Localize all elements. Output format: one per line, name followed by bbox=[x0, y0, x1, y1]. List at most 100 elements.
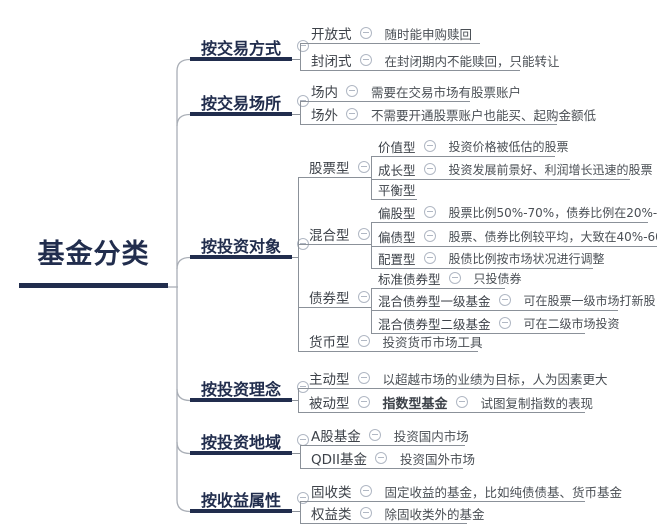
connector-line bbox=[292, 257, 298, 258]
node-label: 平衡型 bbox=[378, 182, 416, 198]
node-desc: 试图复制指数的表现 bbox=[480, 395, 594, 411]
node-desc: 需要在交易市场有股票账户 bbox=[371, 84, 522, 100]
node-label: 货币型 bbox=[309, 335, 350, 351]
node-equity-class[interactable]: 权益类 除固收类外的基金 bbox=[300, 503, 485, 524]
branch-underline: 按交易方式 bbox=[190, 37, 292, 61]
node-desc: 不需要开通股票账户也能买、起购金额低 bbox=[371, 107, 597, 123]
node-desc: 只投债券 bbox=[473, 271, 522, 286]
collapse-icon[interactable] bbox=[455, 396, 468, 408]
collapse-icon[interactable] bbox=[423, 252, 436, 264]
node-hybrid-bond-tier2[interactable]: 混合债券型二级基金 可在二级市场投资 bbox=[371, 313, 620, 334]
collapse-icon[interactable] bbox=[423, 206, 436, 218]
node-on-exchange[interactable]: 场内 需要在交易市场有股票账户 bbox=[300, 81, 521, 102]
node-label: 开放式 bbox=[311, 27, 352, 43]
collapse-icon[interactable] bbox=[357, 291, 370, 303]
collapse-icon[interactable] bbox=[346, 85, 358, 97]
collapse-icon[interactable] bbox=[357, 396, 370, 408]
collapse-icon[interactable] bbox=[368, 429, 381, 441]
node-label: 混合债券型二级基金 bbox=[378, 316, 491, 332]
node-otc[interactable]: 场外 不需要开通股票账户也能买、起购金额低 bbox=[300, 104, 596, 125]
collapse-icon[interactable] bbox=[448, 272, 461, 284]
node-label: 股票型 bbox=[309, 161, 350, 177]
node-label: 配置型 bbox=[378, 251, 416, 267]
branch-underline: 按收益属性 bbox=[190, 489, 292, 513]
node-hybrid-fund[interactable]: 混合型 bbox=[298, 224, 371, 245]
connector-line bbox=[298, 177, 299, 352]
node-label: 价值型 bbox=[378, 139, 416, 155]
connector-line bbox=[300, 43, 301, 71]
connector-line bbox=[371, 222, 372, 269]
collapse-icon[interactable] bbox=[359, 54, 372, 66]
node-money-market-fund[interactable]: 货币型 投资货币市场工具 bbox=[298, 331, 483, 352]
node-label: 混合债券型一级基金 bbox=[378, 293, 491, 309]
collapse-icon[interactable] bbox=[423, 163, 436, 175]
collapse-icon[interactable] bbox=[498, 294, 511, 306]
node-label: 固收类 bbox=[311, 485, 352, 501]
node-equity-biased[interactable]: 偏股型 股票比例50%-70%，债券比例在20%-40% bbox=[371, 202, 657, 223]
collapse-icon[interactable] bbox=[357, 372, 370, 384]
branch-underline: 按投资理念 bbox=[190, 378, 292, 402]
node-allocation-type[interactable]: 配置型 股债比例按市场状况进行调整 bbox=[371, 248, 605, 269]
node-desc: 可在二级市场投资 bbox=[523, 316, 620, 331]
connector-line bbox=[298, 388, 299, 413]
node-label: 权益类 bbox=[311, 507, 352, 523]
connector-line bbox=[292, 114, 300, 115]
node-desc: 投资发展前景好、利润增长迅速的股票 bbox=[448, 162, 653, 177]
branch-underline: 按交易场所 bbox=[190, 92, 292, 116]
connector-line bbox=[371, 156, 372, 200]
collapse-icon[interactable] bbox=[359, 485, 372, 497]
collapse-icon[interactable] bbox=[297, 237, 309, 250]
collapse-icon[interactable] bbox=[498, 317, 511, 329]
node-growth-type[interactable]: 成长型 投资发展前景好、利润增长迅速的股票 bbox=[371, 159, 653, 180]
node-open-end[interactable]: 开放式 随时能申购赎回 bbox=[300, 23, 480, 44]
node-fixed-income[interactable]: 固收类 固定收益的基金，比如纯债债基、货币基金 bbox=[300, 481, 622, 502]
node-bond-biased[interactable]: 偏债型 股票、债券比例较平均，大致在40%-60%左右 bbox=[371, 226, 657, 247]
node-hybrid-bond-tier1[interactable]: 混合债券型一级基金 可在股票一级市场打新股 bbox=[371, 290, 656, 311]
collapse-icon[interactable] bbox=[423, 230, 436, 242]
branch-trading-method[interactable]: 按交易方式 bbox=[190, 37, 309, 61]
root-label: 基金分类 bbox=[37, 238, 150, 270]
node-label: 场外 bbox=[311, 108, 338, 124]
branch-investment-region[interactable]: 按投资地域 bbox=[190, 431, 309, 455]
collapse-icon[interactable] bbox=[374, 452, 387, 464]
node-balanced-type[interactable]: 平衡型 bbox=[371, 179, 417, 200]
connector-line bbox=[300, 101, 301, 125]
node-label: 标准债券型 bbox=[378, 271, 441, 287]
node-desc: 在封闭期内不能赎回，只能转让 bbox=[384, 53, 560, 69]
root-node[interactable]: 基金分类 bbox=[19, 231, 168, 288]
node-label: 偏债型 bbox=[378, 229, 416, 245]
collapse-icon[interactable] bbox=[357, 335, 370, 347]
node-label: 场内 bbox=[311, 85, 338, 101]
node-a-share-fund[interactable]: A股基金 投资国内市场 bbox=[300, 425, 469, 446]
branch-investment-target[interactable]: 按投资对象 bbox=[190, 235, 309, 259]
node-desc: 股票比例50%-70%，债券比例在20%-40% bbox=[448, 205, 657, 220]
node-desc: 投资国外市场 bbox=[399, 451, 475, 467]
node-closed-end[interactable]: 封闭式 在封闭期内不能赎回，只能转让 bbox=[300, 50, 560, 71]
node-label: 成长型 bbox=[378, 162, 416, 178]
branch-investment-philosophy[interactable]: 按投资理念 bbox=[190, 378, 309, 402]
node-desc: 投资货币市场工具 bbox=[382, 334, 483, 350]
node-desc: 投资价格被低估的股票 bbox=[448, 139, 569, 154]
collapse-icon[interactable] bbox=[357, 161, 370, 173]
node-passive-fund[interactable]: 被动型 指数型基金 试图复制指数的表现 bbox=[298, 392, 593, 413]
node-active-fund[interactable]: 主动型 以超越市场的业绩为目标，人为因素更大 bbox=[298, 368, 608, 389]
collapse-icon[interactable] bbox=[297, 491, 309, 504]
collapse-icon[interactable] bbox=[346, 108, 358, 120]
node-value-type[interactable]: 价值型 投资价格被低估的股票 bbox=[371, 136, 569, 157]
collapse-icon[interactable] bbox=[423, 140, 436, 152]
node-label: 封闭式 bbox=[311, 54, 352, 70]
node-desc: 以超越市场的业绩为目标，人为因素更大 bbox=[382, 371, 608, 387]
branch-trading-venue[interactable]: 按交易场所 bbox=[190, 92, 309, 116]
node-qdii-fund[interactable]: QDII基金 投资国外市场 bbox=[300, 448, 475, 469]
node-bond-fund[interactable]: 债券型 bbox=[298, 287, 371, 308]
node-standard-bond[interactable]: 标准债券型 只投债券 bbox=[371, 268, 522, 289]
collapse-icon[interactable] bbox=[359, 507, 372, 519]
branch-income-attribute[interactable]: 按收益属性 bbox=[190, 489, 309, 513]
collapse-icon[interactable] bbox=[297, 380, 309, 393]
collapse-icon[interactable] bbox=[359, 27, 372, 39]
connector-line bbox=[300, 445, 301, 469]
node-stock-fund[interactable]: 股票型 bbox=[298, 157, 371, 178]
node-label: 偏股型 bbox=[378, 205, 416, 221]
collapse-icon[interactable] bbox=[357, 228, 370, 240]
